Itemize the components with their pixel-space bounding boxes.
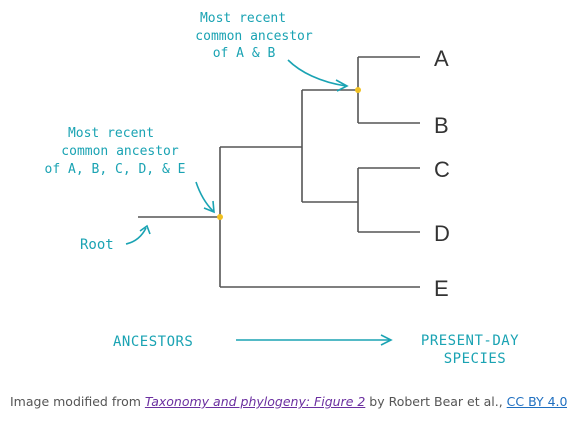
annotation-mrca-all-line-1: Most recent xyxy=(68,126,154,141)
annotation-root-label: Root xyxy=(80,237,114,253)
leaf-label-a: A xyxy=(434,46,449,71)
axis-label-present-day-line-2: SPECIES xyxy=(444,351,507,367)
license-link[interactable]: CC BY 4.0 xyxy=(506,394,567,409)
annotation-arrowhead-mrca-all xyxy=(203,200,215,214)
axis-arrowhead xyxy=(380,334,393,346)
annotation-mrca-all-line-3: of A, B, C, D, & E xyxy=(45,162,186,177)
annotation-mrca-all-line-2: common ancestor xyxy=(61,144,179,159)
annotation-mrca-ab: Most recent common ancestor of A & B xyxy=(195,11,349,92)
node-mrca-all xyxy=(217,214,223,220)
axis-label-present-day-line-1: PRESENT-DAY xyxy=(421,333,519,349)
caption-middle: by Robert Bear et al., xyxy=(365,394,507,409)
annotation-arrow-mrca-ab xyxy=(287,59,347,87)
annotation-mrca-ab-line-1: Most recent xyxy=(200,11,286,26)
leaf-label-c: C xyxy=(434,157,450,182)
leaf-label-d: D xyxy=(434,221,450,246)
time-axis: ANCESTORS PRESENT-DAY SPECIES xyxy=(113,333,519,367)
annotation-arrow-mrca-all xyxy=(195,181,214,212)
annotation-mrca-all: Most recent common ancestor of A, B, C, … xyxy=(45,126,215,214)
annotation-arrowhead-root xyxy=(139,224,151,235)
annotation-arrow-root xyxy=(125,227,147,245)
phylogenetic-tree: A B C D E Most recent common ancestor of… xyxy=(45,11,519,367)
leaf-label-b: B xyxy=(434,113,449,138)
figure-source-link[interactable]: Taxonomy and phylogeny: Figure 2 xyxy=(144,394,366,409)
caption-prefix: Image modified from xyxy=(10,394,145,409)
annotation-mrca-ab-line-2: common ancestor xyxy=(195,29,313,44)
annotation-root: Root xyxy=(80,224,151,253)
annotation-arrowhead-mrca-ab xyxy=(335,79,349,92)
tree-branches xyxy=(138,56,420,288)
annotation-mrca-ab-line-3: of A & B xyxy=(213,46,276,61)
image-caption: Image modified from Taxonomy and phyloge… xyxy=(10,394,567,409)
node-mrca-ab xyxy=(355,87,361,93)
axis-label-ancestors: ANCESTORS xyxy=(113,334,193,350)
leaf-label-e: E xyxy=(434,276,449,301)
